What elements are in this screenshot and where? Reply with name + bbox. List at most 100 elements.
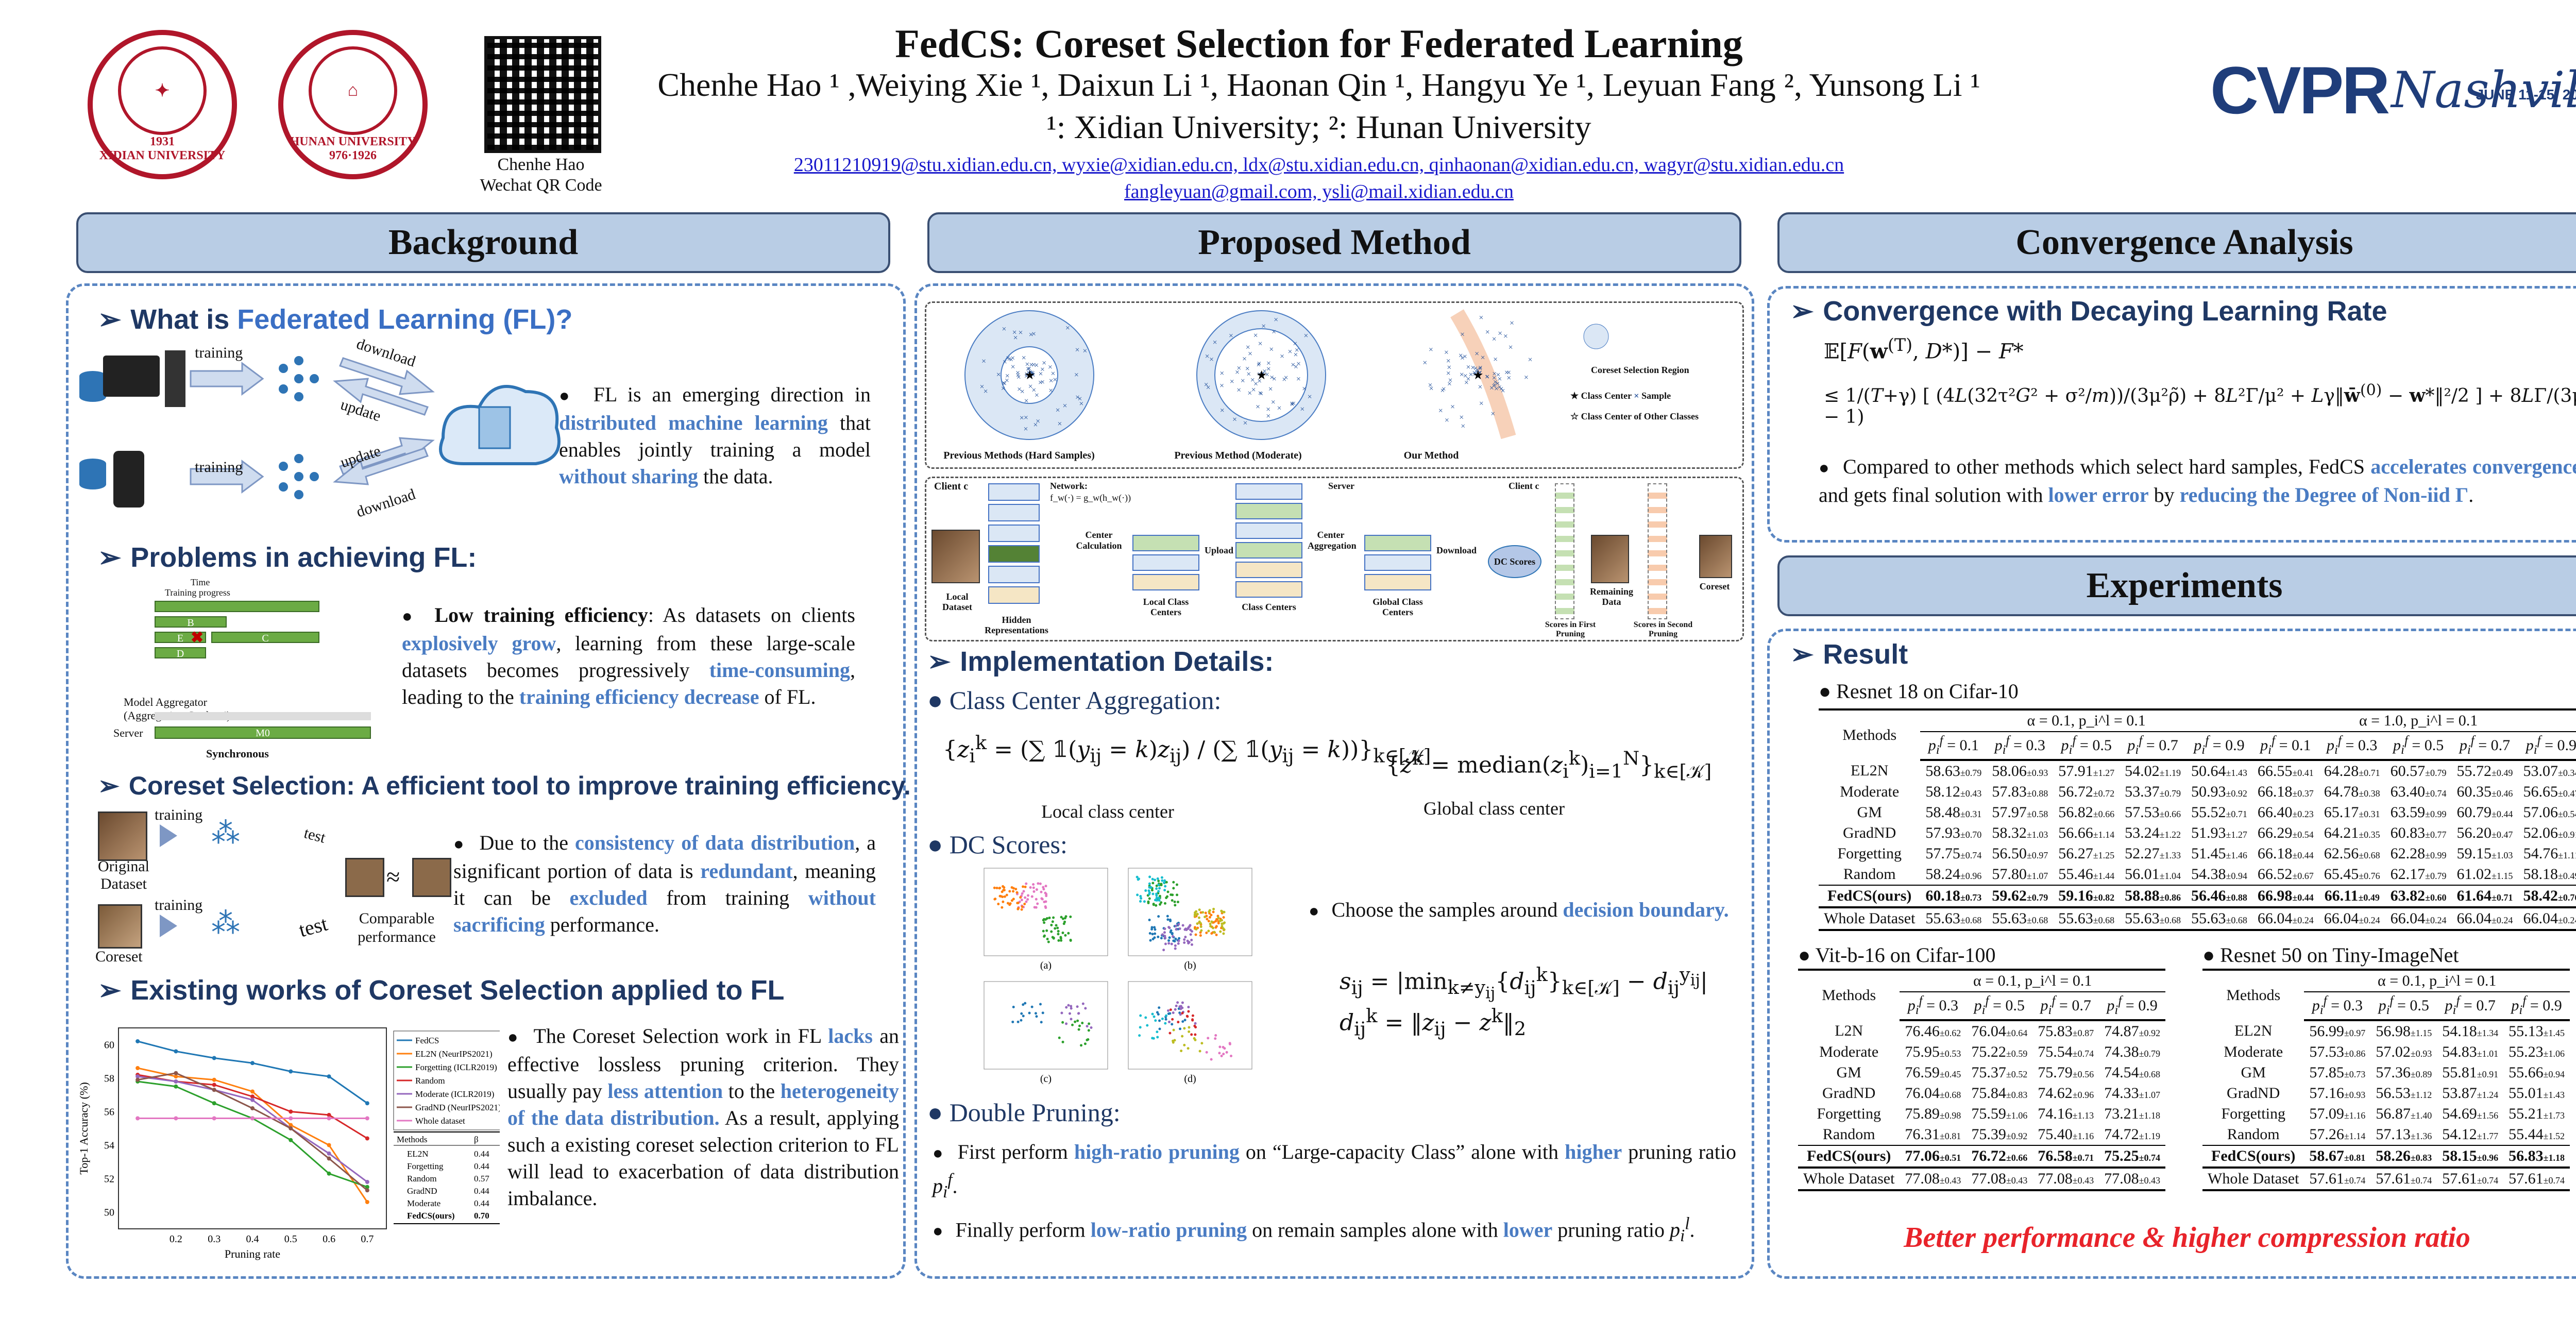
series-point bbox=[365, 1116, 369, 1121]
sample-mark: × bbox=[1268, 385, 1273, 394]
sample-mark: × bbox=[1429, 384, 1434, 393]
sample-mark: × bbox=[1475, 367, 1479, 376]
sample-mark: × bbox=[1524, 373, 1529, 382]
sample-mark: × bbox=[1262, 367, 1267, 376]
sample-mark: × bbox=[1463, 371, 1468, 380]
sample-mark: × bbox=[1053, 376, 1057, 384]
series-point bbox=[327, 1074, 331, 1079]
sample-mark: × bbox=[1001, 384, 1006, 393]
sample-mark: × bbox=[984, 387, 988, 396]
email-line-1[interactable]: 23011210919@stu.xidian.edu.cn, wyxie@xid… bbox=[793, 154, 1844, 176]
sample-mark: × bbox=[1492, 382, 1496, 391]
sample-mark: × bbox=[1287, 348, 1292, 357]
existing-description: The Coreset Selection work in FL lacks a… bbox=[507, 1023, 899, 1212]
sample-mark: × bbox=[1039, 370, 1043, 379]
sample-mark: × bbox=[1031, 361, 1036, 369]
sample-mark: × bbox=[1296, 360, 1301, 368]
sample-mark: × bbox=[1031, 330, 1036, 339]
series-point bbox=[365, 1101, 369, 1106]
series-point bbox=[250, 1097, 255, 1102]
series-point bbox=[250, 1089, 255, 1094]
y-axis-label: Top-1 Accuracy (%) bbox=[77, 1082, 90, 1174]
tsne-label: (d) bbox=[1184, 1073, 1196, 1085]
series-line bbox=[137, 1040, 368, 1104]
sample-mark: × bbox=[1293, 340, 1297, 348]
sample-mark: × bbox=[1229, 332, 1233, 341]
label-training: training bbox=[195, 344, 243, 361]
sample-mark: × bbox=[1447, 363, 1451, 372]
dp-step-2: Finally perform low-ratio pruning on rem… bbox=[933, 1211, 1736, 1249]
sample-mark: × bbox=[1246, 370, 1251, 379]
author-list: Chenhe Hao ¹ ,Weiying Xie ¹, Daixun Li ¹… bbox=[657, 66, 1980, 103]
coreset-description: Due to the consistency of data distribut… bbox=[453, 830, 876, 938]
sample-mark: × bbox=[1528, 356, 1532, 364]
sample-mark: × bbox=[1510, 319, 1514, 328]
sample-mark: × bbox=[1497, 383, 1502, 392]
sample-mark: × bbox=[1466, 375, 1470, 384]
sample-mark: × bbox=[1230, 377, 1234, 386]
legend-label: GradND (NeurIPS2021) bbox=[415, 1103, 500, 1112]
series-point bbox=[174, 1071, 178, 1075]
sample-mark: × bbox=[1049, 377, 1054, 385]
sample-mark: × bbox=[1024, 397, 1029, 405]
series-point bbox=[250, 1061, 255, 1066]
timeline-diagram: Time Training progress B E C D ✖ Model A… bbox=[113, 577, 381, 763]
dp-title: ● Double Pruning: bbox=[927, 1098, 1121, 1127]
sample-mark: × bbox=[1272, 375, 1277, 383]
series-point bbox=[174, 1079, 178, 1084]
database-icon bbox=[79, 459, 106, 489]
series-point bbox=[135, 1039, 140, 1043]
sample-mark: × bbox=[1007, 355, 1011, 364]
beta-method: Random bbox=[407, 1174, 437, 1183]
beta-header: Methods bbox=[397, 1135, 428, 1144]
sample-mark: × bbox=[1296, 375, 1301, 384]
beta-method: FedCS(ours) bbox=[407, 1211, 455, 1221]
sample-mark: × bbox=[1492, 374, 1497, 382]
sample-mark: × bbox=[1266, 359, 1271, 368]
sample-mark: × bbox=[1213, 339, 1217, 347]
sample-mark: × bbox=[1256, 402, 1260, 411]
sample-mark: × bbox=[1022, 354, 1026, 363]
sample-mark: × bbox=[1503, 332, 1508, 341]
sample-mark: × bbox=[1302, 385, 1307, 394]
sample-mark: × bbox=[1020, 414, 1024, 422]
sample-mark: × bbox=[1247, 389, 1252, 398]
sample-mark: × bbox=[1478, 363, 1483, 372]
tsne-label: (c) bbox=[1040, 1073, 1052, 1085]
legend-label: Moderate (ICLR2019) bbox=[415, 1089, 494, 1099]
sample-mark: × bbox=[1206, 383, 1211, 392]
legend-region-swatch bbox=[1583, 324, 1609, 349]
sample-mark: × bbox=[1242, 355, 1247, 364]
sample-mark: × bbox=[1082, 347, 1087, 356]
sample-mark: × bbox=[1011, 363, 1015, 371]
series-point bbox=[250, 1094, 255, 1099]
series-point bbox=[250, 1116, 255, 1121]
sample-mark: × bbox=[1291, 361, 1295, 369]
sample-mark: × bbox=[1040, 365, 1045, 374]
fl-diagram: ⋮ bbox=[79, 350, 561, 508]
sample-mark: × bbox=[1269, 345, 1274, 354]
sample-mark: × bbox=[1468, 370, 1473, 379]
sample-mark: × bbox=[1459, 413, 1464, 422]
sample-mark: × bbox=[996, 370, 1001, 379]
sample-mark: × bbox=[1478, 368, 1482, 377]
sample-mark: × bbox=[1444, 348, 1449, 357]
y-tick-label: 56 bbox=[104, 1107, 114, 1118]
sample-mark: × bbox=[1236, 364, 1241, 373]
sample-mark: × bbox=[1009, 356, 1013, 364]
sample-mark: × bbox=[1256, 361, 1261, 369]
sample-mark: × bbox=[1509, 343, 1513, 352]
sample-mark: × bbox=[1428, 381, 1433, 390]
sample-mark: × bbox=[1261, 369, 1265, 378]
sample-mark: × bbox=[1293, 351, 1298, 360]
email-line-2[interactable]: fangleyuan@gmail.com, ysli@mail.xidian.e… bbox=[1124, 181, 1514, 202]
sample-mark: × bbox=[1205, 352, 1210, 361]
sample-mark: × bbox=[1034, 361, 1039, 370]
sample-mark: × bbox=[1028, 368, 1032, 377]
sample-mark: × bbox=[1033, 420, 1038, 429]
sample-mark: × bbox=[1024, 372, 1029, 381]
